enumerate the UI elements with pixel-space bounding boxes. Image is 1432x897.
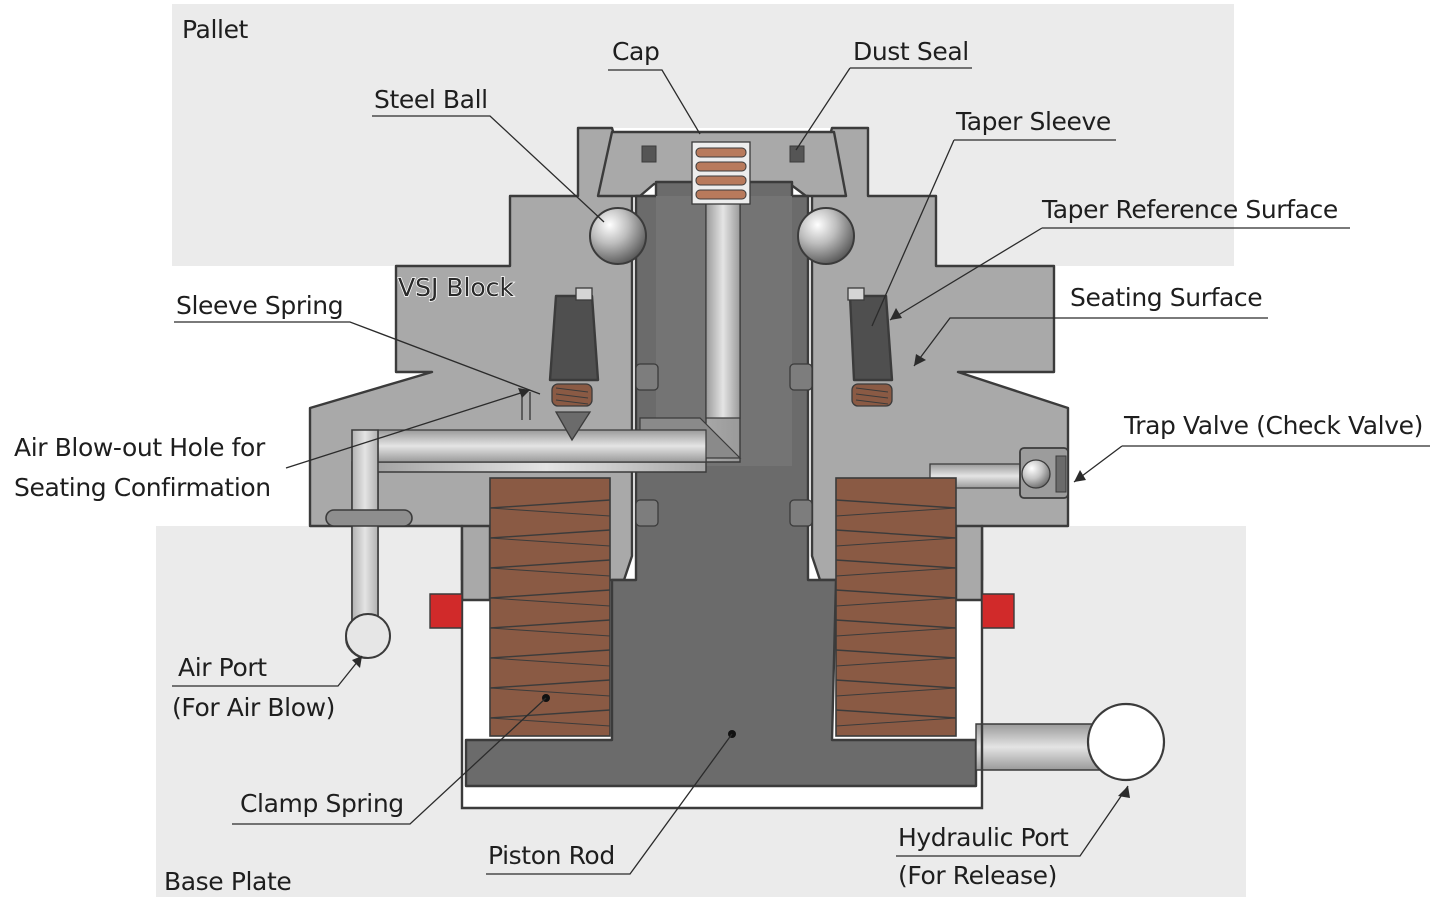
taper-sleeve-right (848, 294, 894, 382)
label-seating-surface: Seating Surface (1070, 283, 1262, 312)
trap-valve-ball (1021, 459, 1051, 489)
cylinder-wall-left (460, 540, 984, 810)
steel-ball-right (797, 207, 855, 265)
taper-sleeve-left (548, 294, 600, 382)
clamp-spring-right (835, 477, 957, 737)
pallet-plate (172, 4, 1234, 266)
label-vsj-block: VSJ Block (398, 273, 514, 302)
oring-right-1 (789, 363, 813, 391)
sleeve-clip-left (575, 287, 593, 301)
trap-valve-seat (1055, 455, 1067, 493)
label-air-port-line1: Air Port (178, 653, 267, 682)
red-seal-right (981, 593, 1015, 629)
hydraulic-port-bulb (1086, 702, 1166, 782)
label-trap-valve: Trap Valve (Check Valve) (1123, 411, 1423, 440)
oring-left-2 (635, 499, 659, 527)
label-air-blow-out-hole-line1: Air Blow-out Hole for (14, 433, 266, 462)
body-lower-collar-right (954, 524, 984, 602)
label-clamp-spring: Clamp Spring (240, 789, 404, 818)
label-base-plate: Base Plate (164, 867, 291, 896)
sleeve-spring-left (551, 383, 593, 407)
cap-seal-left (641, 145, 657, 163)
label-hydraulic-port-line2: (For Release) (898, 861, 1057, 890)
body-lower-collar-left (460, 524, 492, 602)
label-pallet: Pallet (182, 15, 249, 44)
dust-seal-square (789, 145, 805, 163)
base-plate (156, 526, 1246, 897)
oring-right-2 (789, 499, 813, 527)
label-air-blow-out-hole-line2: Seating Confirmation (14, 473, 271, 502)
label-taper-sleeve: Taper Sleeve (955, 107, 1111, 136)
label-air-port-line2: (For Air Blow) (172, 693, 335, 722)
sleeve-spring-right (851, 383, 893, 407)
clamp-spring-left (489, 477, 611, 737)
label-piston-rod: Piston Rod (488, 841, 615, 870)
label-sleeve-spring: Sleeve Spring (176, 291, 343, 320)
oring-left-1 (635, 363, 659, 391)
label-dust-seal: Dust Seal (853, 37, 969, 66)
arrow-heads (352, 308, 1130, 798)
internal-air-passage-horiz (377, 429, 707, 463)
sleeve-cone-tip (554, 411, 592, 442)
label-cap: Cap (612, 37, 659, 66)
cap-spring (691, 141, 751, 205)
internal-air-passage-vert (705, 195, 741, 419)
red-seal-left (429, 593, 463, 629)
label-hydraulic-port-line1: Hydraulic Port (898, 823, 1069, 852)
sleeve-clip-right (847, 287, 865, 301)
label-taper-reference-surface: Taper Reference Surface (1041, 195, 1338, 224)
air-port-bulb (345, 613, 391, 659)
label-steel-ball: Steel Ball (374, 85, 488, 114)
leader-lines (172, 67, 1430, 875)
air-port-plug (325, 509, 413, 527)
